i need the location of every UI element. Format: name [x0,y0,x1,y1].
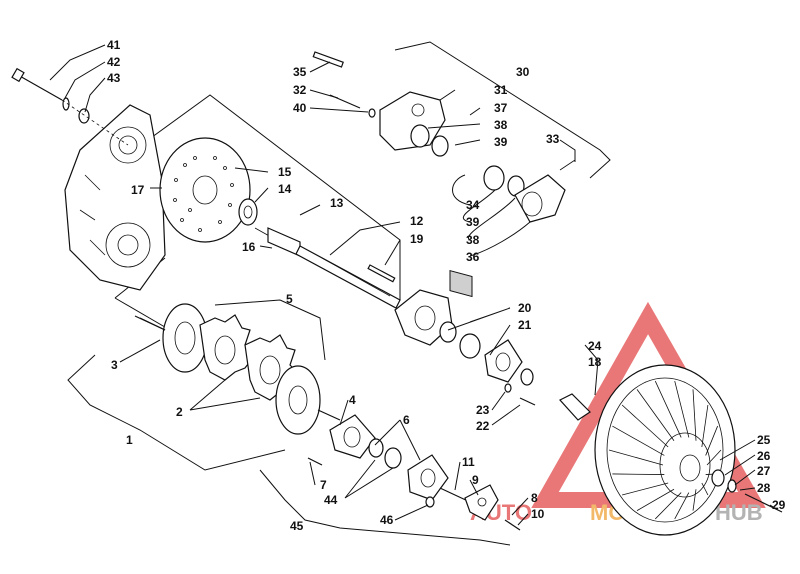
callout-37: 37 [494,101,508,115]
callout-4: 4 [349,393,356,407]
callout-3: 3 [111,358,118,372]
callout-21: 21 [518,318,532,332]
callout-24: 24 [588,339,602,353]
callout-1: 1 [126,433,133,447]
sprocket-spoke [654,380,682,438]
sprocket-spoke [636,488,675,511]
disc-hub [238,198,258,226]
callout-16: 16 [242,240,256,254]
drive-sprockets [134,303,341,435]
chaincase-housing [64,104,166,291]
bearing-flange-left [329,414,449,501]
sprocket-spoke [608,449,664,466]
sprocket-spoke [621,404,669,448]
callout-13: 13 [330,196,344,210]
callout-10: 10 [531,507,545,521]
sprocket-spoke [622,482,669,496]
callout-14: 14 [278,182,292,196]
callout-32: 32 [293,83,307,97]
callout-22: 22 [476,419,490,433]
callout-20: 20 [518,301,532,315]
bearing-flange-right [394,289,536,406]
callout-34: 34 [466,198,480,212]
callout-5: 5 [286,292,293,306]
callout-25: 25 [757,433,771,447]
driven-sprocket [594,364,783,536]
shaft-11 [439,484,499,521]
sprocket-spoke [701,404,709,448]
sprocket-spoke [674,492,690,520]
callout-27: 27 [757,464,771,478]
callout-17: 17 [131,183,145,197]
callout-45: 45 [290,519,304,533]
callout-39-bottom: 39 [466,215,480,229]
callout-38-top: 38 [494,118,508,132]
callout-labels: 41 42 43 35 32 40 30 31 37 38 39 33 15 1… [107,38,786,533]
sprocket-spoke [692,489,697,511]
spacer [559,393,591,421]
brake-caliper [312,51,576,298]
callout-44: 44 [324,493,338,507]
callout-7: 7 [320,478,327,492]
callout-39-top: 39 [494,135,508,149]
callout-12: 12 [410,214,424,228]
lower-fasteners [307,457,521,531]
callout-8: 8 [531,491,538,505]
sprocket-spoke [692,389,697,441]
sprocket-spoke [706,449,722,466]
brake-disc [159,137,251,243]
caliper-group-bracket [394,41,611,179]
callout-46: 46 [380,513,394,527]
callout-19: 19 [410,232,424,246]
callout-40: 40 [293,101,307,115]
sprocket-spoke [612,473,665,475]
callout-38-bottom: 38 [466,233,480,247]
callout-9: 9 [472,473,479,487]
callout-33: 33 [546,132,560,146]
sprocket-spoke [701,482,709,496]
callout-18: 18 [588,355,602,369]
callout-36: 36 [466,250,480,264]
callout-2: 2 [176,405,183,419]
leader-lines [49,44,779,546]
callout-6: 6 [403,413,410,427]
callout-43: 43 [107,71,121,85]
callout-30: 30 [516,65,530,79]
callout-41: 41 [107,38,121,52]
callout-15: 15 [278,165,292,179]
callout-23: 23 [476,403,490,417]
callout-35: 35 [293,65,307,79]
callout-42: 42 [107,55,121,69]
sprocket-spoke [654,492,682,520]
sprocket-spoke [612,425,665,456]
callout-28: 28 [757,481,771,495]
callout-11: 11 [462,455,475,469]
watermark-text-hub: HUB [715,500,763,525]
callout-31: 31 [494,83,508,97]
callout-26: 26 [757,449,771,463]
callout-29: 29 [772,498,786,512]
bolt-41-assembly [11,67,129,146]
sprocket-spoke [636,389,675,441]
sprocket-spoke [705,425,718,456]
drive-shaft [267,227,401,309]
sprocket-spoke [674,380,690,438]
